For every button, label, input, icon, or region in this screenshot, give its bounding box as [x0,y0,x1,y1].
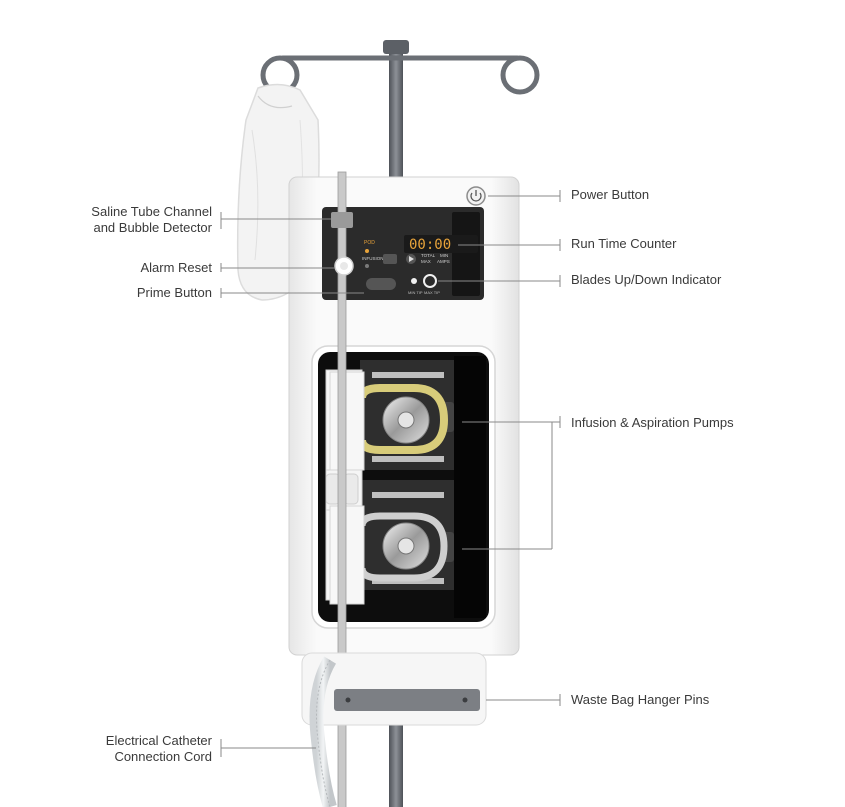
catheter-cord-label: Electrical Catheter Connection Cord [62,733,212,765]
total-label: TOTAL [421,253,436,258]
saline-tube-label-line1: Saline Tube Channel [91,204,212,219]
aspiration-pump-rotor [358,512,448,582]
saline-tube-label: Saline Tube Channel and Bubble Detector [62,204,212,236]
hanger-pin-right[interactable] [462,697,468,703]
infusion-pump-rotor [358,384,449,454]
pump-housing: 00:00 POD INFUSION TOTAL MAX MIN AMPS MI… [288,176,520,656]
play-icon [409,256,414,262]
run-time-counter-label: Run Time Counter [571,236,677,251]
prime-button-label: Prime Button [136,285,212,300]
waste-bag-hanger-bar [334,689,480,711]
power-button-label: Power Button [571,187,650,202]
amps-label: AMPS [437,259,450,264]
alarm-reset-icon [340,262,348,270]
alarm-reset-label: Alarm Reset [140,260,212,275]
catheter-label-line1: Electrical Catheter [105,733,212,748]
max-tip-label: MAX TIP [424,290,440,295]
min-label: MIN [440,253,448,258]
run-time-display: 00:00 [409,237,451,253]
infusion-button[interactable] [383,254,397,264]
pumps-label: Infusion & Aspiration Pumps [571,415,734,430]
min-tip-label: MIN TIP [408,290,423,295]
pod-indicator-led [365,249,369,253]
waste-bag-label: Waste Bag Hanger Pins [571,692,710,707]
blade-down-indicator [411,278,417,284]
waste-bag-section [301,652,487,726]
blades-indicator-label: Blades Up/Down Indicator [571,272,722,287]
hanger-pin-left[interactable] [345,697,351,703]
infusion-label: INFUSION [362,256,384,261]
pod-label: POD [364,240,375,246]
prime-button-control[interactable] [366,278,396,290]
bubble-detector [331,212,353,228]
catheter-cord [309,656,337,807]
leader-lines [220,190,561,757]
power-icon [470,192,482,202]
max-label: MAX [421,259,431,264]
catheter-label-line2: Connection Cord [114,749,212,764]
blade-up-indicator [423,274,437,288]
infusion-indicator-led [365,264,369,268]
saline-tube-label-line2: and Bubble Detector [93,220,212,235]
saline-tube [331,171,353,807]
